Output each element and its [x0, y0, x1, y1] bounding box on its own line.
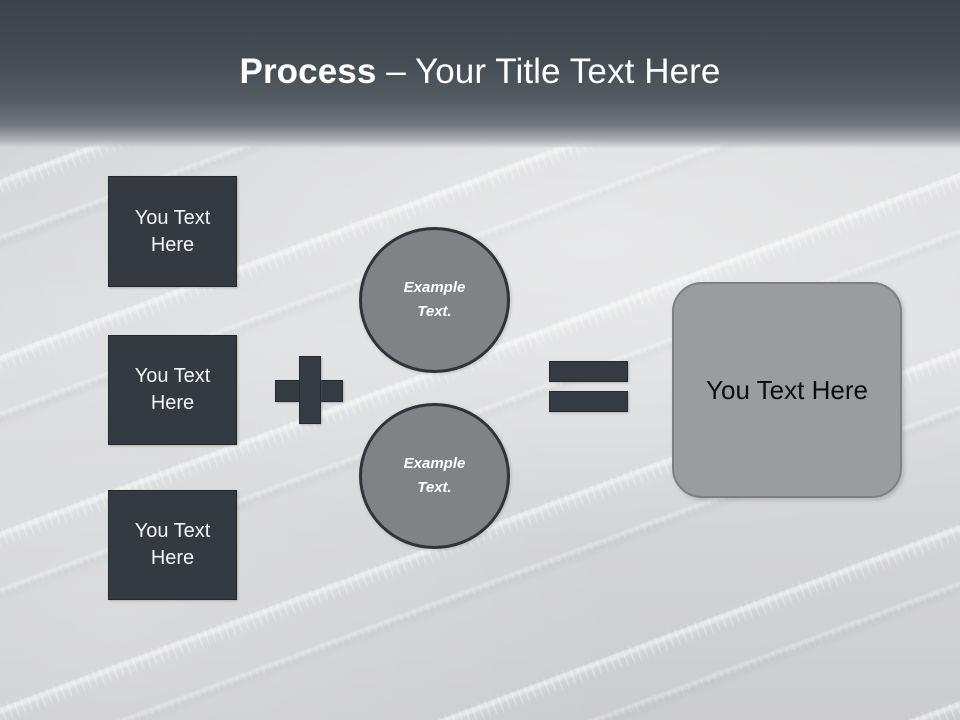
input-box-1-line1: You Text — [134, 206, 211, 229]
circle-node-1-line2: Text. — [417, 303, 452, 320]
result-box[interactable]: You Text Here — [672, 282, 902, 498]
equals-icon — [549, 361, 628, 412]
slide-title-rest: – Your Title Text Here — [376, 52, 721, 91]
circle-node-1-label: Example Text. — [404, 276, 466, 324]
input-box-2-line1: You Text — [134, 365, 211, 387]
plus-icon — [275, 356, 343, 424]
equals-icon-bottom-bar — [549, 391, 628, 412]
slide-title-bold: Process — [239, 52, 377, 91]
result-box-label: You Text Here — [706, 374, 868, 405]
input-box-3-line2: Here — [150, 547, 195, 569]
input-box-3-line1: You Text — [134, 520, 211, 542]
input-box-1-label: You Text Here — [129, 205, 217, 259]
circle-node-2-line2: Text. — [417, 479, 452, 496]
circle-node-1[interactable]: Example Text. — [359, 227, 510, 373]
slide-header-band — [0, 0, 960, 148]
circle-node-1-line1: Example — [403, 279, 466, 296]
plus-icon-vertical-bar — [299, 356, 321, 424]
input-box-2-label: You Text Here — [129, 363, 217, 417]
input-box-2[interactable]: You Text Here — [108, 335, 237, 445]
slide-title: Process – Your Title Text Here — [0, 52, 960, 92]
input-box-3-label: You Text Here — [129, 518, 217, 572]
input-box-1[interactable]: You Text Here — [108, 176, 237, 287]
input-box-1-line2: Here — [150, 233, 195, 256]
equals-icon-top-bar — [549, 361, 628, 382]
input-box-3[interactable]: You Text Here — [108, 490, 237, 600]
circle-node-2-label: Example Text. — [404, 452, 466, 500]
circle-node-2-line1: Example — [403, 455, 466, 472]
circle-node-2[interactable]: Example Text. — [359, 403, 510, 549]
input-box-2-line2: Here — [150, 392, 195, 414]
